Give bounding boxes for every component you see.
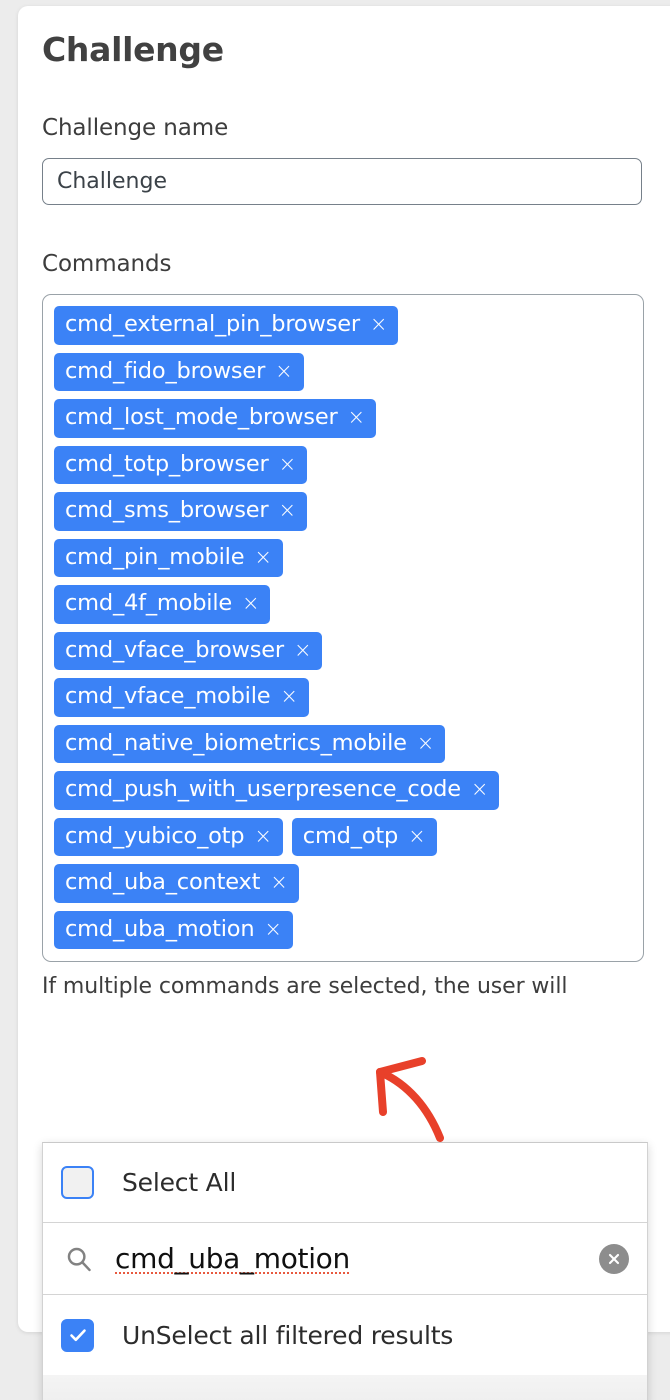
remove-tag-icon[interactable]: × <box>242 591 260 616</box>
command-tag-row: cmd_uba_motion × <box>54 910 632 950</box>
check-icon <box>69 1329 86 1342</box>
remove-tag-icon[interactable]: × <box>416 730 435 755</box>
command-tag[interactable]: cmd_yubico_otp × <box>54 817 283 857</box>
challenge-name-input[interactable] <box>42 158 642 206</box>
remove-tag-icon[interactable]: × <box>470 777 489 802</box>
command-tag-row: cmd_native_biometrics_mobile × <box>54 724 632 764</box>
commands-label: Commands <box>42 251 172 278</box>
command-tag[interactable]: cmd_native_biometrics_mobile × <box>54 724 446 764</box>
command-tag-row: cmd_vface_mobile × <box>54 678 632 717</box>
remove-tag-icon[interactable]: × <box>275 358 293 383</box>
command-tag-label: cmd_totp_browser <box>65 450 269 477</box>
command-tag-label: cmd_sms_browser <box>65 497 269 524</box>
command-tag[interactable]: cmd_pin_mobile × <box>54 538 283 578</box>
command-tag[interactable]: cmd_vface_browser × <box>54 631 323 671</box>
command-tag-label: cmd_yubico_otp <box>65 822 245 849</box>
search-input-value: cmd_uba_motion <box>115 1242 350 1275</box>
command-tag-label: cmd_vface_mobile <box>65 683 271 710</box>
command-tag[interactable]: cmd_sms_browser × <box>54 492 307 531</box>
dropdown-search-row[interactable]: cmd_uba_motion <box>43 1223 647 1295</box>
command-tag-row: cmd_fido_browser × <box>54 352 632 392</box>
command-tag-label: cmd_uba_context <box>65 869 261 896</box>
commands-dropdown-panel[interactable]: Select All cmd_uba_motion UnSelect all f… <box>42 1142 648 1400</box>
challenge-name-label: Challenge name <box>42 115 229 142</box>
command-tag-label: cmd_native_biometrics_mobile <box>65 729 407 756</box>
page-title: Challenge <box>42 30 224 69</box>
command-tag-row: cmd_uba_context × <box>54 864 632 903</box>
remove-tag-icon[interactable]: × <box>408 823 426 848</box>
command-tag[interactable]: cmd_otp × <box>291 817 437 857</box>
unselect-filtered-label: UnSelect all filtered results <box>122 1320 454 1350</box>
command-tag-label: cmd_fido_browser <box>65 357 266 384</box>
search-input[interactable]: cmd_uba_motion <box>115 1242 589 1275</box>
command-tag-label: cmd_push_with_userpresence_code <box>65 776 461 803</box>
command-tag[interactable]: cmd_vface_mobile × <box>54 678 309 717</box>
command-tag-row: cmd_sms_browser × <box>54 492 632 531</box>
remove-tag-icon[interactable]: × <box>270 870 288 895</box>
remove-tag-icon[interactable]: × <box>254 544 272 569</box>
clear-search-button[interactable] <box>599 1243 629 1274</box>
command-tag[interactable]: cmd_push_with_userpresence_code × <box>54 771 500 810</box>
command-tag[interactable]: cmd_lost_mode_browser × <box>54 399 376 438</box>
command-tag[interactable]: cmd_external_pin_browser × <box>54 306 399 345</box>
commands-tag-box[interactable]: cmd_external_pin_browser×cmd_fido_browse… <box>42 294 644 963</box>
close-icon <box>608 1253 620 1264</box>
command-tag-row: cmd_push_with_userpresence_code × <box>54 771 632 810</box>
remove-tag-icon[interactable]: × <box>347 405 366 430</box>
command-tag-label: cmd_external_pin_browser <box>65 311 360 338</box>
challenge-settings-card: Challenge Challenge name Commands cmd_ex… <box>18 6 670 1332</box>
remove-tag-icon[interactable]: × <box>264 916 282 941</box>
command-tag-label: cmd_uba_motion <box>65 915 255 942</box>
command-tag[interactable]: cmd_totp_browser × <box>54 445 307 485</box>
select-all-label: Select All <box>122 1168 237 1197</box>
command-tag-label: cmd_vface_browser <box>65 636 284 663</box>
remove-tag-icon[interactable]: × <box>278 451 297 476</box>
select-all-checkbox[interactable] <box>61 1166 94 1199</box>
dropdown-row-select-all[interactable]: Select All <box>43 1143 647 1223</box>
command-tag-label: cmd_otp <box>302 822 399 849</box>
command-tag[interactable]: cmd_uba_context × <box>54 864 299 903</box>
command-tag[interactable]: cmd_uba_motion × <box>54 910 293 950</box>
command-tag-row: cmd_lost_mode_browser × <box>54 399 632 438</box>
unselect-filtered-checkbox[interactable] <box>61 1318 94 1352</box>
dropdown-empty-area <box>43 1375 647 1400</box>
command-tag-label: cmd_lost_mode_browser <box>65 404 338 431</box>
command-tag-row: cmd_yubico_otp × cmd_otp × <box>54 817 632 857</box>
remove-tag-icon[interactable]: × <box>278 498 296 523</box>
command-tag-row: cmd_vface_browser × <box>54 631 632 671</box>
dropdown-caret-icon <box>106 1143 150 1144</box>
command-tag-row: cmd_external_pin_browser × <box>54 306 632 345</box>
command-tag-label: cmd_4f_mobile <box>65 590 233 617</box>
remove-tag-icon[interactable]: × <box>369 312 388 337</box>
command-tag-row: cmd_totp_browser × <box>54 445 632 485</box>
remove-tag-icon[interactable]: × <box>280 684 298 709</box>
remove-tag-icon[interactable]: × <box>254 823 272 848</box>
command-tag[interactable]: cmd_4f_mobile × <box>54 585 271 624</box>
dropdown-row-unselect-filtered[interactable]: UnSelect all filtered results <box>43 1295 647 1375</box>
commands-helper-text: If multiple commands are selected, the u… <box>42 974 568 1000</box>
command-tag-label: cmd_pin_mobile <box>65 543 245 570</box>
command-tag-row: cmd_pin_mobile × <box>54 538 632 578</box>
command-tag-row: cmd_4f_mobile × <box>54 585 632 624</box>
remove-tag-icon[interactable]: × <box>293 637 312 662</box>
command-tag[interactable]: cmd_fido_browser × <box>54 352 304 392</box>
search-icon <box>67 1247 91 1271</box>
